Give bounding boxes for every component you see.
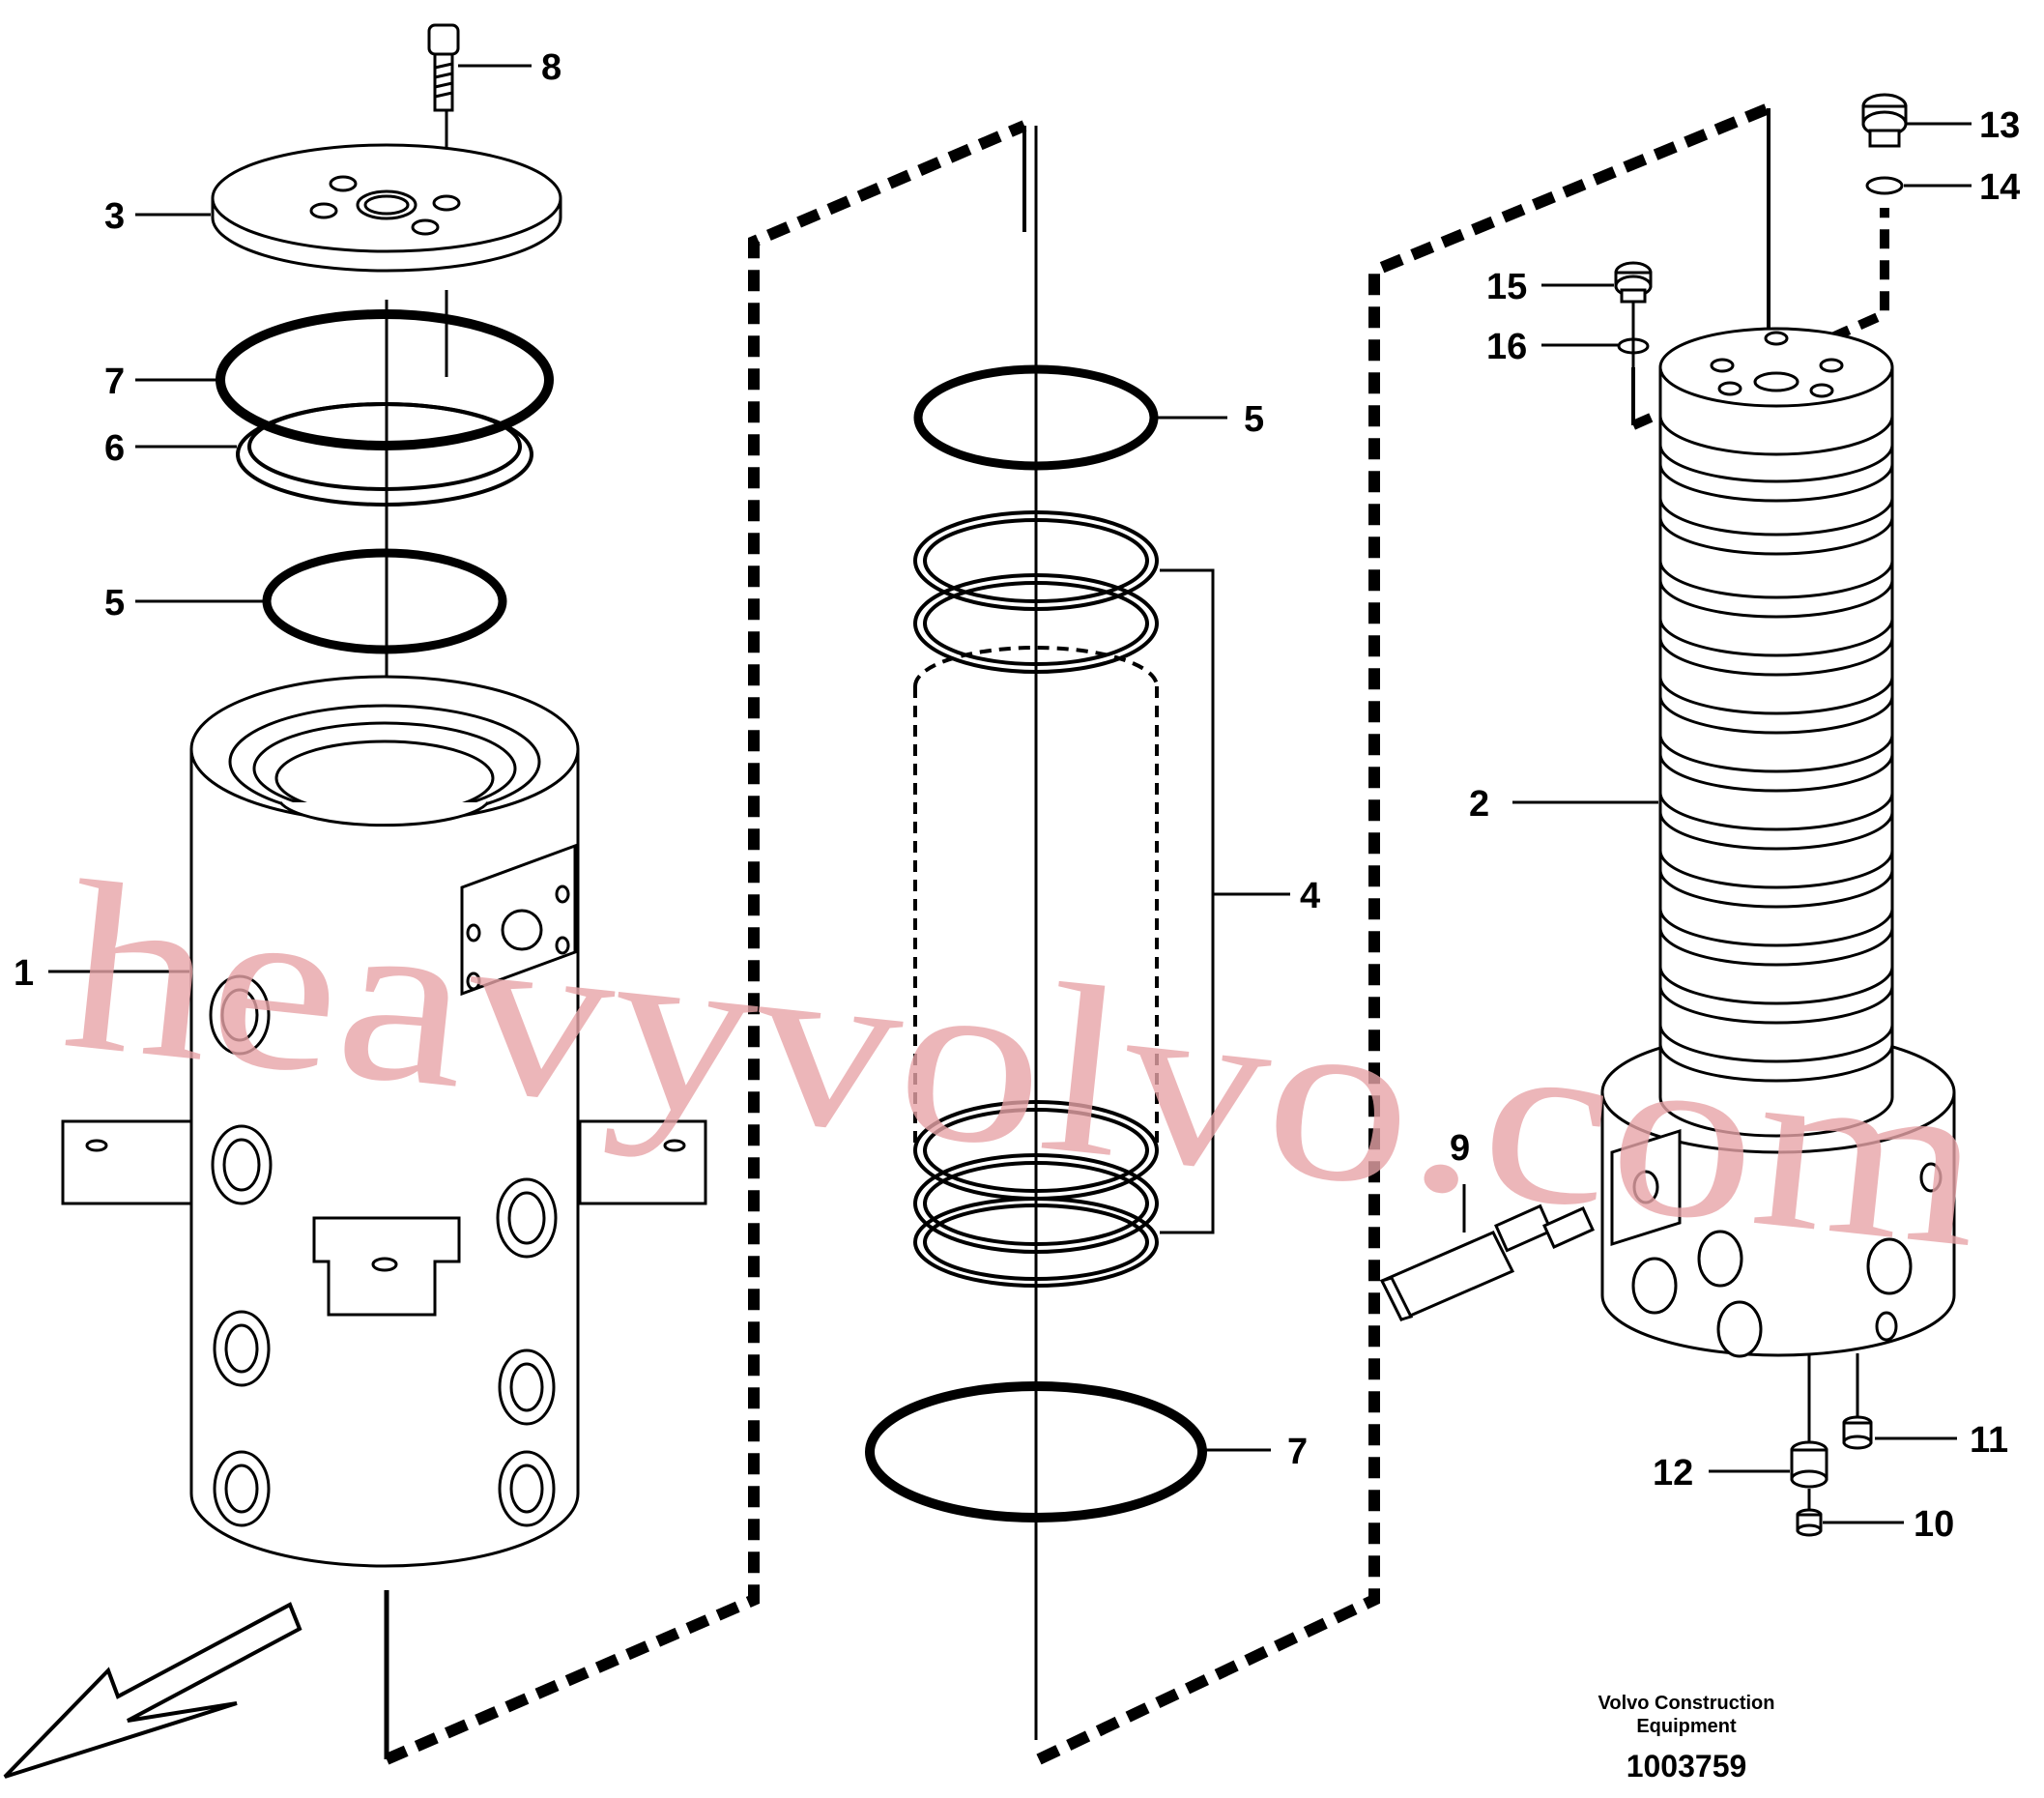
o-ring-part-5-center: [913, 364, 1159, 471]
dashed-frame-right: [1036, 102, 1771, 1765]
callout-12: 12: [1653, 1453, 1693, 1494]
rotor-part-2: [1600, 327, 1956, 1358]
drawing-number: 1003759: [1627, 1749, 1747, 1784]
plug-part-13: [1861, 93, 1908, 148]
washer-part-16: [1617, 337, 1650, 355]
dashed-link-top-right: [1630, 208, 1889, 430]
callout-10: 10: [1914, 1504, 1954, 1545]
dashed-frame-left: [384, 120, 1027, 1765]
plug-part-12: [1790, 1353, 1828, 1489]
callout-labels: 8 3 7 6 5 1 5 4 7 9 2 13 14 15 16 11 12 …: [14, 47, 2020, 1545]
callout-13: 13: [1979, 105, 2020, 146]
swivel-housing-part-1: [61, 675, 707, 1568]
leader-lines: [48, 64, 1972, 1524]
callout-15: 15: [1486, 267, 1527, 307]
company-name-line2: Equipment: [1636, 1716, 1737, 1737]
plug-part-15: [1614, 261, 1653, 304]
callout-9: 9: [1450, 1128, 1470, 1169]
backup-ring-part-6: [236, 402, 533, 507]
callout-6: 6: [104, 428, 125, 469]
company-name-line1: Volvo Construction: [1598, 1693, 1775, 1714]
plug-part-10: [1796, 1489, 1823, 1537]
cap-screw-part-8: [427, 23, 460, 112]
washer-part-14: [1865, 176, 1904, 195]
callout-7-top: 7: [104, 362, 125, 402]
callout-16: 16: [1486, 327, 1527, 367]
direction-arrow-icon: [3, 1602, 302, 1779]
callout-11: 11: [1970, 1420, 2008, 1461]
callout-8: 8: [541, 47, 561, 88]
plug-part-11: [1842, 1353, 1873, 1450]
cover-plate-part-3: [211, 143, 562, 273]
fitting-part-9: [1379, 1184, 1595, 1321]
seal-kit-part-4: [913, 510, 1215, 1288]
o-ring-part-5-left: [262, 548, 507, 654]
callout-1: 1: [14, 953, 34, 994]
callout-5-center: 5: [1244, 399, 1264, 440]
footer-block: Volvo Construction Equipment 1003759: [1598, 1693, 1775, 1784]
o-ring-part-7-top: [216, 309, 554, 450]
callout-2: 2: [1469, 784, 1489, 825]
callout-4: 4: [1300, 876, 1320, 916]
callout-5-left: 5: [104, 583, 125, 624]
callout-14: 14: [1979, 167, 2020, 208]
callout-3: 3: [104, 196, 125, 237]
callout-7-bottom: 7: [1287, 1432, 1308, 1472]
o-ring-part-7-bottom: [865, 1381, 1207, 1522]
